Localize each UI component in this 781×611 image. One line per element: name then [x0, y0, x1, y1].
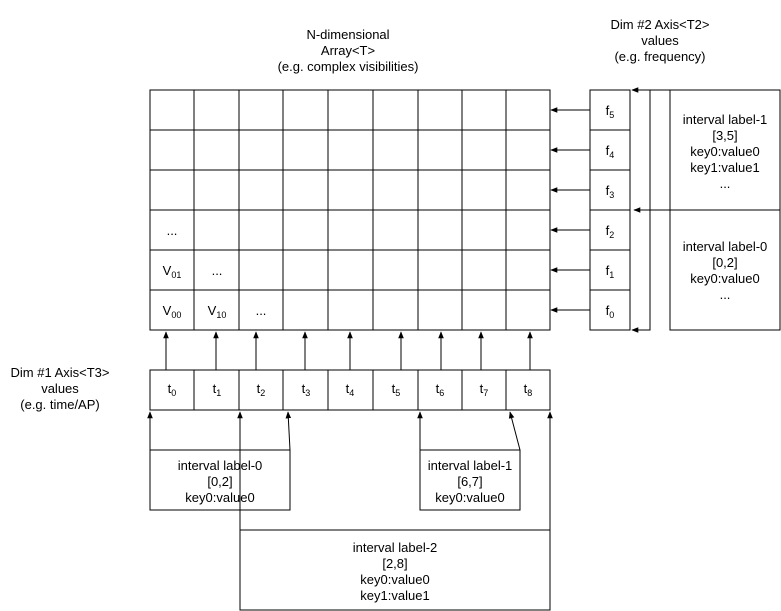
time-value-t2: t2 [257, 381, 266, 398]
freq-interval-1-line: [3,5] [712, 128, 737, 143]
time-interval-0-line: key0:value0 [185, 490, 254, 505]
grid-cell-v10: V10 [208, 303, 227, 320]
time-axis-border [149, 369, 551, 411]
time-value-t8: t8 [524, 381, 533, 398]
freq-value-f1: f1 [606, 263, 615, 280]
dim2-label-line-3: (e.g. frequency) [614, 49, 705, 64]
freq-to-grid-arrows [550, 107, 590, 313]
time-value-t0: t0 [168, 381, 177, 398]
array-grid: ... ... ... V01 V00 V10 [149, 89, 551, 331]
freq-interval-1-line: key1:value1 [690, 160, 759, 175]
dim1-label-line-2: values [41, 381, 79, 396]
dim2-label-line-1: Dim #2 Axis<T2> [611, 17, 710, 32]
freq-interval-0-line: ... [720, 287, 731, 302]
freq-value-f3: f3 [606, 183, 615, 200]
grid-cell-ellipsis: ... [256, 303, 267, 318]
time-interval-2-line: [2,8] [382, 556, 407, 571]
time-interval-0-line: [0,2] [207, 474, 232, 489]
freq-interval-1: interval label-1 [3,5] key0:value0 key1:… [669, 89, 781, 211]
freq-interval-1-line: ... [720, 176, 731, 191]
time-interval-0: interval label-0 [0,2] key0:value0 [149, 449, 291, 511]
freq-interval-0-line: interval label-0 [683, 239, 768, 254]
freq-interval-0-line: key0:value0 [690, 271, 759, 286]
freq-value-f4: f4 [606, 143, 615, 160]
freq-interval-connectors [631, 87, 670, 333]
time-interval-1-box [419, 449, 521, 511]
time-interval-2-line: key1:value1 [360, 588, 429, 603]
grid-cell-ellipsis: ... [167, 223, 178, 238]
freq-interval-1-line: key0:value0 [690, 144, 759, 159]
array-label-line-1: N-dimensional [306, 27, 389, 42]
time-interval-2: interval label-2 [2,8] key0:value0 key1:… [239, 529, 551, 611]
dim2-axis-label: Dim #2 Axis<T2> values (e.g. frequency) [611, 17, 710, 64]
grid-cell-v00: V00 [163, 303, 182, 320]
time-interval-0-box [149, 449, 291, 511]
time-interval-0-line: interval label-0 [178, 458, 263, 473]
time-interval-1: interval label-1 [6,7] key0:value0 [419, 449, 521, 511]
freq-interval-0-box [669, 209, 781, 331]
freq-value-f2: f2 [606, 223, 615, 240]
time-interval-2-box [239, 529, 551, 611]
grid-cell-ellipsis: ... [212, 263, 223, 278]
array-label: N-dimensional Array<T> (e.g. complex vis… [278, 27, 419, 74]
dim2-label-line-2: values [641, 33, 679, 48]
freq-axis: f5 f4 f3 f2 f1 f0 [589, 89, 631, 331]
time-value-t4: t4 [346, 381, 355, 398]
grid-cell-v01: V01 [163, 263, 182, 280]
time-interval-connector [508, 411, 521, 451]
dim1-label-line-1: Dim #1 Axis<T3> [11, 365, 110, 380]
freq-interval-0: interval label-0 [0,2] key0:value0 ... [669, 209, 781, 331]
freq-value-f0: f0 [606, 303, 615, 320]
array-label-line-3: (e.g. complex visibilities) [278, 59, 419, 74]
time-interval-2-line: interval label-2 [353, 540, 438, 555]
freq-interval-1-box [669, 89, 781, 211]
time-value-t7: t7 [480, 381, 489, 398]
dim1-axis-label: Dim #1 Axis<T3> values (e.g. time/AP) [11, 365, 110, 412]
time-interval-2-line: key0:value0 [360, 572, 429, 587]
freq-value-f5: f5 [606, 103, 615, 120]
time-value-t5: t5 [392, 381, 401, 398]
dim1-label-line-3: (e.g. time/AP) [20, 397, 99, 412]
time-to-grid-arrows [163, 331, 533, 370]
freq-interval-0-line: [0,2] [712, 255, 737, 270]
time-axis: t0 t1 t2 t3 t4 t5 t6 t7 t8 [149, 369, 551, 411]
time-interval-1-line: interval label-1 [428, 458, 513, 473]
time-interval-1-line: [6,7] [457, 474, 482, 489]
time-interval-connector [285, 411, 292, 451]
time-value-t3: t3 [302, 381, 311, 398]
time-interval-1-line: key0:value0 [435, 490, 504, 505]
time-interval-connectors [147, 411, 553, 530]
time-value-t1: t1 [213, 381, 222, 398]
freq-interval-1-line: interval label-1 [683, 112, 768, 127]
array-label-line-2: Array<T> [321, 43, 375, 58]
time-value-t6: t6 [436, 381, 445, 398]
